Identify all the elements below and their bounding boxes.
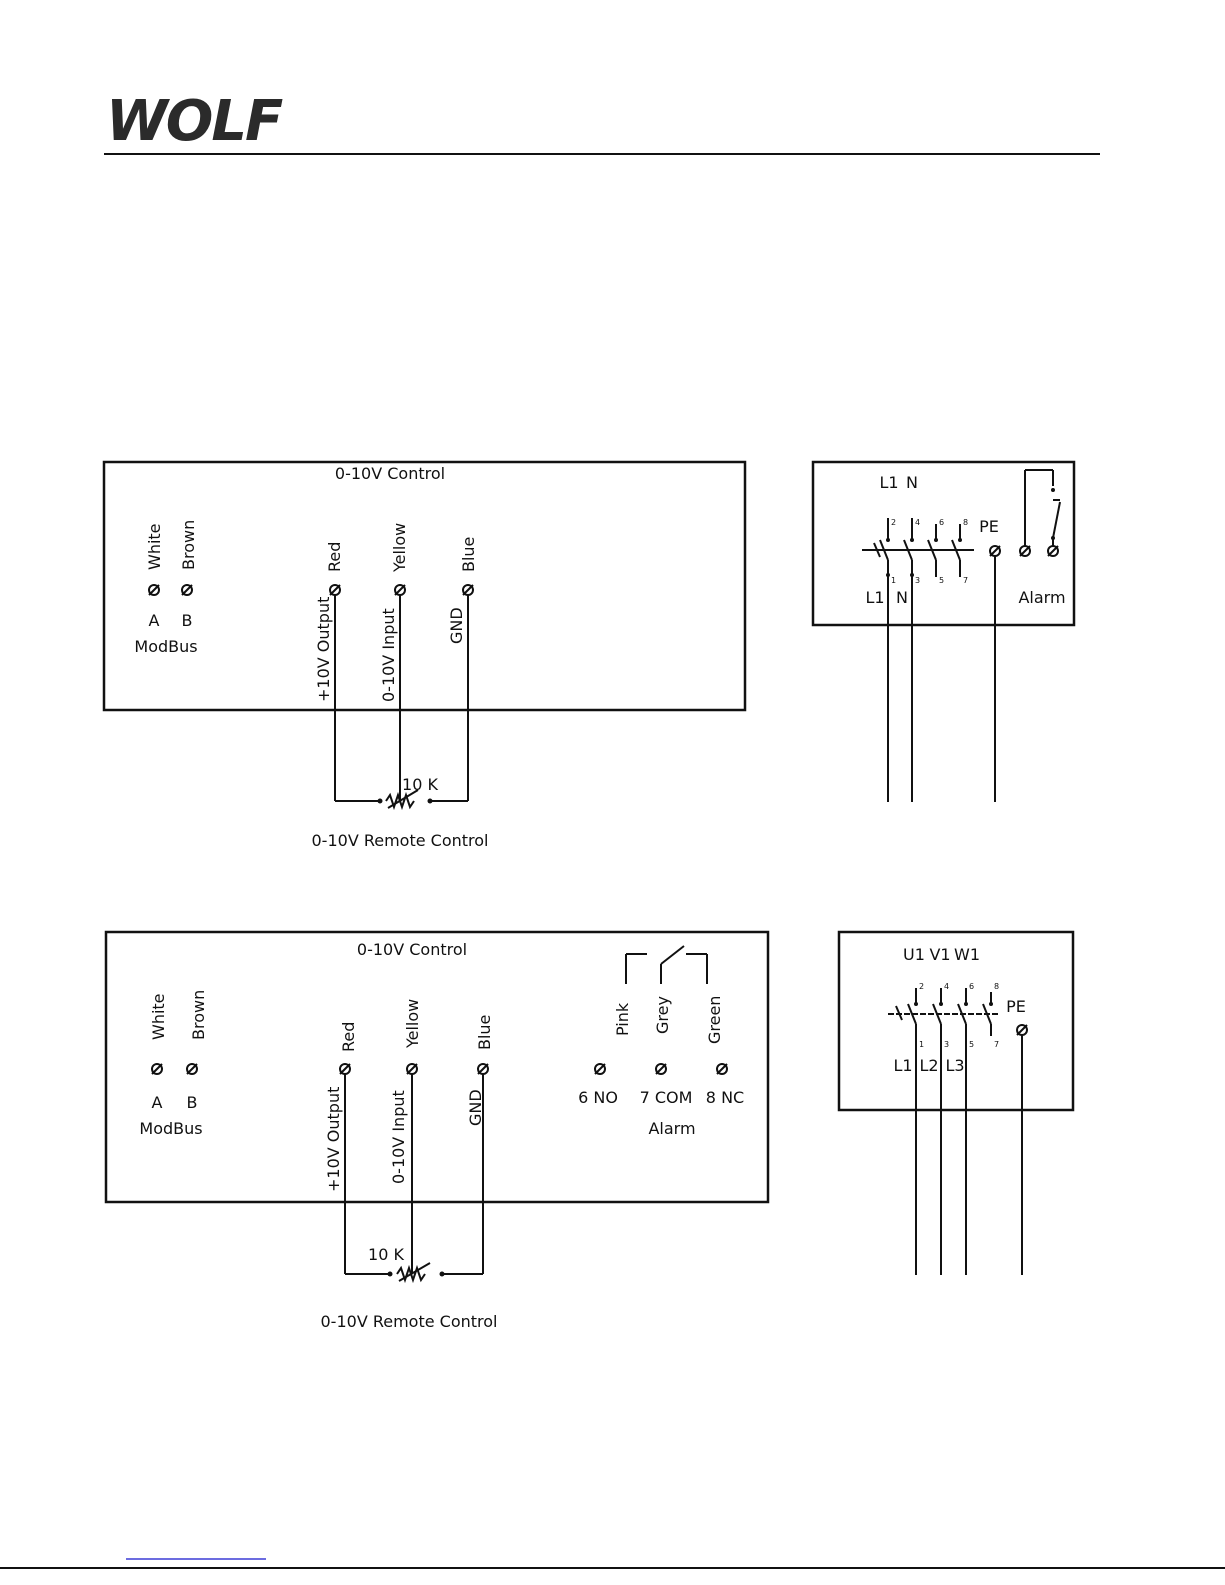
modbus-term-a: A <box>149 611 160 630</box>
modbus-label: ModBus <box>134 637 197 656</box>
power-box-1 <box>811 460 1076 627</box>
power2-bottom-l2: L2 <box>919 1056 938 1075</box>
pe-terminal-1 <box>989 545 1001 557</box>
power2-top-w1: W1 <box>954 945 980 964</box>
alarm-label-2: Alarm <box>648 1119 695 1138</box>
alarm-wire-green: Green <box>705 996 724 1044</box>
pin-7: 7 <box>963 576 968 585</box>
wolf-logo: WOLF <box>106 89 283 154</box>
alarm-terminal-com <box>655 1063 667 1075</box>
main-switch-2 <box>888 988 1000 1040</box>
wire-blue-function: GND <box>447 607 466 644</box>
diagram-1: 0-10V Control White Brown A B ModBus Red… <box>102 460 1076 850</box>
modbus-wire-b-label: Brown <box>179 520 198 570</box>
pin-1: 1 <box>891 576 896 585</box>
modbus2-term-a: A <box>152 1093 163 1112</box>
control-title-1: 0-10V Control <box>335 464 445 483</box>
terminal-red <box>329 584 341 596</box>
control-box-1 <box>102 460 747 712</box>
wire-blue-label: Blue <box>459 537 478 572</box>
alarm-term-no: 6 NO <box>578 1088 618 1107</box>
alarm-wire-pink: Pink <box>613 1002 632 1036</box>
alarm-terminal-nc <box>716 1063 728 1075</box>
pin-8: 8 <box>963 518 968 527</box>
power-top-l1: L1 <box>879 473 898 492</box>
wire2-yellow-label: Yellow <box>403 999 422 1049</box>
modbus2-label: ModBus <box>139 1119 202 1138</box>
wire2-blue-function: GND <box>466 1089 485 1126</box>
remote-label-2: 0-10V Remote Control <box>321 1312 498 1331</box>
main-switch-1 <box>862 518 974 577</box>
potentiometer-2 <box>345 1262 483 1284</box>
pin-3: 3 <box>915 576 920 585</box>
diagram-2: 0-10V Control White Brown A B ModBus Red… <box>104 930 1075 1331</box>
terminal2-red <box>339 1063 351 1075</box>
control-box-2 <box>104 930 770 1204</box>
modbus-term-b: B <box>182 611 193 630</box>
wire-yellow-label: Yellow <box>390 523 409 573</box>
pin-4: 4 <box>915 518 920 527</box>
pin2-7: 7 <box>994 1040 999 1049</box>
power-bottom-l1: L1 <box>865 588 884 607</box>
pin2-3: 3 <box>944 1040 949 1049</box>
wire-red-label: Red <box>325 542 344 572</box>
alarm-term-com: 7 COM <box>640 1088 693 1107</box>
pe-label-2: PE <box>1006 997 1026 1016</box>
control-title-2: 0-10V Control <box>357 940 467 959</box>
pin2-2: 2 <box>919 982 924 991</box>
pin2-6: 6 <box>969 982 974 991</box>
alarm-label-1: Alarm <box>1018 588 1065 607</box>
wire-red-function: +10V Output <box>314 597 333 702</box>
header: WOLF <box>104 86 1100 155</box>
pin-2: 2 <box>891 518 896 527</box>
power2-bottom-l3: L3 <box>945 1056 964 1075</box>
alarm-relay-2 <box>625 945 708 984</box>
power-top-n: N <box>906 473 918 492</box>
wire2-red-label: Red <box>339 1022 358 1052</box>
modbus-terminal-a <box>148 584 160 596</box>
pin2-1: 1 <box>919 1040 924 1049</box>
pe-label-1: PE <box>979 517 999 536</box>
alarm-wire-grey: Grey <box>653 996 672 1034</box>
terminal2-blue <box>477 1063 489 1075</box>
terminal-blue <box>462 584 474 596</box>
wire2-yellow-function: 0-10V Input <box>389 1090 408 1184</box>
power2-top-u1: U1 <box>903 945 925 964</box>
modbus2-wire-a-label: White <box>149 993 168 1040</box>
pin2-5: 5 <box>969 1040 974 1049</box>
alarm-terminal-no <box>594 1063 606 1075</box>
power2-top-v1: V1 <box>929 945 950 964</box>
modbus2-terminal-a <box>151 1063 163 1075</box>
pin-5: 5 <box>939 576 944 585</box>
wire2-blue-label: Blue <box>475 1015 494 1050</box>
resistor-label-2: 10 K <box>368 1245 404 1264</box>
pin-6: 6 <box>939 518 944 527</box>
potentiometer-1 <box>335 789 468 811</box>
modbus2-term-b: B <box>187 1093 198 1112</box>
terminal2-yellow <box>406 1063 418 1075</box>
remote-label-1: 0-10V Remote Control <box>312 831 489 850</box>
pin2-4: 4 <box>944 982 949 991</box>
alarm-contact-1 <box>1019 469 1061 557</box>
modbus-terminal-b <box>181 584 193 596</box>
power-bottom-n: N <box>896 588 908 607</box>
power2-bottom-l1: L1 <box>893 1056 912 1075</box>
wire2-red-function: +10V Output <box>324 1087 343 1192</box>
modbus2-wire-b-label: Brown <box>189 990 208 1040</box>
pin2-8: 8 <box>994 982 999 991</box>
modbus2-terminal-b <box>186 1063 198 1075</box>
pe-terminal-2 <box>1016 1024 1028 1036</box>
alarm-term-nc: 8 NC <box>706 1088 744 1107</box>
power-box-2 <box>837 930 1075 1112</box>
resistor-label-1: 10 K <box>402 775 438 794</box>
terminal-yellow <box>394 584 406 596</box>
wire-yellow-function: 0-10V Input <box>379 608 398 702</box>
modbus-wire-a-label: White <box>145 523 164 570</box>
